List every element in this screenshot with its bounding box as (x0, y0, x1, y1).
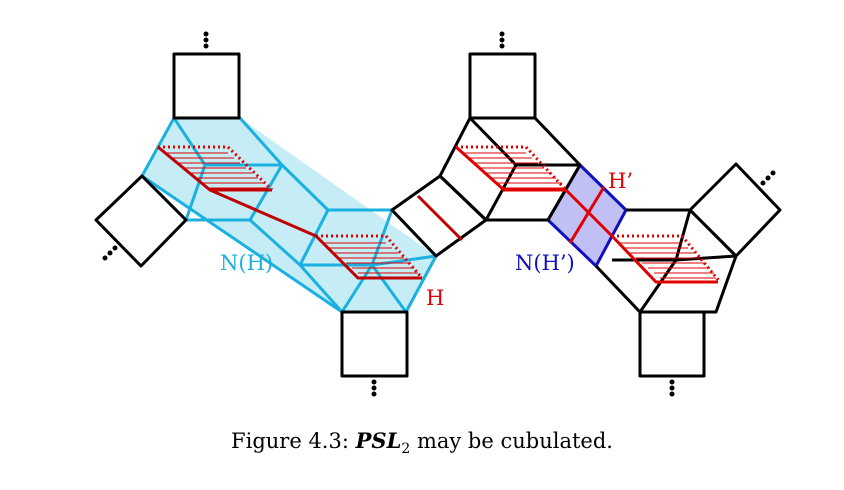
continuation-dots (102, 31, 776, 397)
figure-caption: Figure 4.3: PSL2 may be cubulated. (0, 428, 844, 457)
caption-math-subscript: 2 (401, 441, 411, 458)
caption-math-text: PSL (355, 428, 402, 453)
caption-math: PSL2 (355, 428, 411, 457)
label-nh: N(H) (220, 251, 273, 275)
carrier-nh (140, 116, 438, 314)
cubulation-diagram: N(H) H N(H’) H’ (94, 31, 782, 397)
caption-suffix: may be cubulated. (416, 429, 613, 453)
hyperplane-h (157, 145, 464, 280)
label-h-prime: H’ (608, 169, 633, 193)
label-nh-prime: N(H’) (515, 251, 575, 275)
caption-prefix: Figure 4.3: (231, 429, 349, 453)
label-h: H (426, 286, 444, 310)
hyperplane-h-prime (454, 145, 722, 284)
